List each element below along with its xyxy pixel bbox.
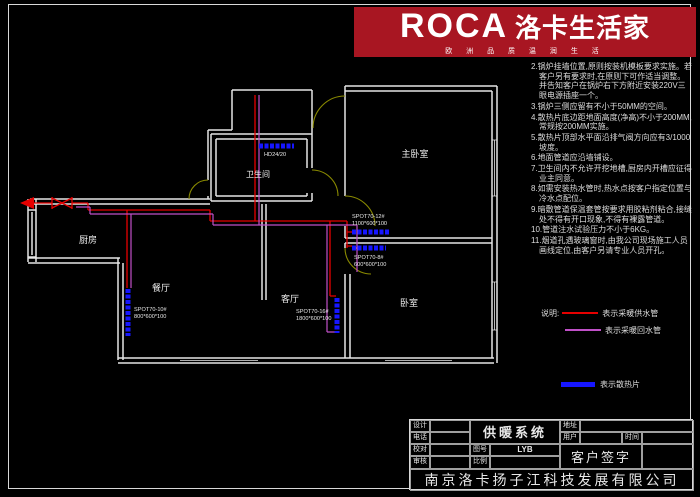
note-item: 3.锅炉三侧应留有不小于50MM的空间。 xyxy=(531,101,672,111)
bathroom-door-arc xyxy=(311,169,339,197)
return-pipe-key-line xyxy=(565,329,601,331)
living-radiator-size: 1800*600*100 xyxy=(296,316,331,322)
signature-label: 客户签字 xyxy=(560,444,642,469)
legend-supply-label: 表示采暖供水管 xyxy=(602,308,659,318)
signature-area xyxy=(642,444,694,469)
note-item: 10.管道注水试验压力不小于6KG。 xyxy=(531,225,655,235)
bathroom-radiator-label: HD24/20 xyxy=(264,152,286,158)
design-label: 设计 xyxy=(410,420,430,432)
bedroom-door-arc xyxy=(344,247,372,275)
bedroom-radiator-size: 600*600*100 xyxy=(354,262,386,268)
radiator-labels: HD24/20 SPOT70-10# 800*600*100 SPOT70-16… xyxy=(134,152,387,322)
room-label-bathroom: 卫生间 xyxy=(246,169,270,179)
room-label-kitchen: 厨房 xyxy=(79,234,97,245)
user-label: 用户 xyxy=(560,432,580,444)
brand-logo-text: ROCA xyxy=(399,6,509,45)
wall-lines xyxy=(27,85,498,364)
time-value xyxy=(642,432,694,444)
room-labels: 厨房 餐厅 客厅 卫生间 主卧室 卧室 xyxy=(79,148,429,308)
radiator-bars xyxy=(125,143,390,336)
construction-notes: 2.锅炉挂墙位置,原则按装机模板要求实施。若客户另有要求时,在原则下可作适当调整… xyxy=(531,62,693,256)
audit-label: 审核 xyxy=(410,456,430,469)
drawing-no-value: LYB xyxy=(490,444,560,456)
legend: 说明: 表示采暖供水管 表示采暖回水管 表示散热片 xyxy=(541,307,697,390)
note-item: 4.散热片底边距地面高度(净高)不小于200MM,常规按200MM实施。 xyxy=(531,112,692,132)
room-label-dining: 餐厅 xyxy=(152,282,170,293)
title-block: 设计 电话 校对 审核 供暖系统 图号 LYB 比例 地址 用户 时间 客户签字… xyxy=(409,419,694,491)
legend-radiator-label: 表示散热片 xyxy=(600,379,640,389)
valve-icon xyxy=(51,197,73,209)
note-item: 8.如需安装热水管时,热水点按客户指定位置与冷水点配位。 xyxy=(531,184,692,204)
master-radiator-size: 1100*600*100 xyxy=(352,221,387,227)
check-label: 校对 xyxy=(410,444,430,456)
living-radiator-model: SPOT70-16# xyxy=(296,309,330,315)
design-value xyxy=(430,420,470,432)
dining-radiator-size: 800*600*100 xyxy=(134,314,166,320)
entry-door-arc xyxy=(312,95,346,129)
address-label: 地址 xyxy=(560,420,580,432)
drawing-no-label: 图号 xyxy=(470,444,490,456)
brand-tagline: 欧 洲 品 质 温 润 生 活 xyxy=(445,47,605,55)
brand-banner: ROCA 洛卡生活家 欧 洲 品 质 温 润 生 活 xyxy=(354,7,696,57)
scale-label: 比例 xyxy=(470,456,490,469)
dining-radiator-model: SPOT70-10# xyxy=(134,307,168,313)
phone-value xyxy=(430,432,470,444)
note-item: 11.烟道孔遇玻璃窗时,由我公司现场施工人员画线定位,由客户另请专业人员开孔。 xyxy=(531,235,688,255)
flow-arrow-icon xyxy=(20,197,34,209)
room-label-living: 客厅 xyxy=(281,293,299,304)
legend-return-label: 表示采暖回水管 xyxy=(605,325,661,335)
kitchen-door-arc xyxy=(188,179,209,200)
time-label: 时间 xyxy=(622,432,642,444)
note-item: 5.散热片顶部水平面沿排气阀方向应有3/1000坡度。 xyxy=(531,132,691,152)
room-label-bedroom: 卧室 xyxy=(400,297,418,308)
master-radiator-model: SPOT70-12# xyxy=(352,214,386,220)
note-item: 6.地面管道应沿墙铺设。 xyxy=(531,153,618,163)
address-value xyxy=(580,420,694,432)
user-value xyxy=(580,432,622,444)
radiator-key-bar xyxy=(561,381,595,387)
bedroom-radiator-model: SPOT70-8# xyxy=(354,255,384,261)
scale-value xyxy=(490,456,560,469)
master-bedroom-door-arc xyxy=(344,195,376,227)
room-label-master-bedroom: 主卧室 xyxy=(401,148,428,159)
drawing-title: 供暖系统 xyxy=(470,420,560,444)
note-item: 2.锅炉挂墙位置,原则按装机模板要求实施。若客户另有要求时,在原则下可作适当调整… xyxy=(531,62,692,101)
drawing-border-frame xyxy=(8,4,691,489)
phone-label: 电话 xyxy=(410,432,430,444)
supply-pipe-key-line xyxy=(562,312,599,314)
company-name: 南京洛卡扬子江科技发展有限公司 xyxy=(410,469,694,491)
door-arcs xyxy=(188,95,376,275)
brand-chinese-name: 洛卡生活家 xyxy=(515,12,651,43)
audit-value xyxy=(430,456,470,469)
note-item: 7.卫生间内不允许开挖地槽,厨房内开槽应征得业主同意。 xyxy=(531,164,692,183)
legend-title: 说明: xyxy=(541,308,560,318)
note-item: 9.暗敷管道保温套管按要求用胶粘剂粘合,接缝处不得有开口现象,不得有裸露管道。 xyxy=(531,204,692,224)
check-value xyxy=(430,444,470,456)
